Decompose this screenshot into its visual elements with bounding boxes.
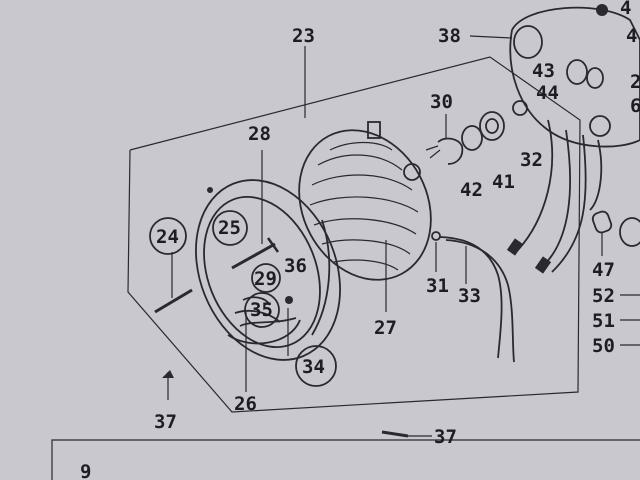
label-37-bottom: 37 [434,426,457,448]
label-35: 35 [250,299,273,321]
label-43: 43 [532,60,555,82]
label-28: 28 [248,123,271,145]
label-24: 24 [156,226,179,248]
label-42: 42 [460,179,483,201]
assembly-boundary [127,56,581,413]
screw-37-bottom [381,430,432,438]
headlight-case [506,4,640,274]
label-31: 31 [426,275,449,297]
label-34: 34 [302,356,325,378]
socket-parts [425,100,528,165]
label-44: 44 [536,82,559,104]
label-4-top: 4 [620,0,631,19]
label-51: 51 [592,310,615,332]
screw-37-left [162,370,174,400]
label-38: 38 [438,25,461,47]
sealed-beam-unit [298,121,432,281]
small-parts-right [591,210,640,346]
label-33: 33 [458,285,481,307]
label-41: 41 [492,171,515,193]
label-23: 23 [292,25,315,47]
label-4-mid: 4 [626,25,637,47]
label-36: 36 [284,255,307,277]
label-50: 50 [592,335,615,357]
label-9: 9 [80,461,91,480]
circle-24 [149,217,187,255]
label-27: 27 [374,317,397,339]
leader-38 [469,35,513,39]
label-2: 2 [630,71,640,93]
label-30: 30 [430,91,453,113]
circle-34 [295,345,337,387]
label-6: 6 [630,95,640,117]
circle-29 [251,263,281,293]
label-32: 32 [520,149,543,171]
bolt-24 [154,252,193,314]
label-37-left: 37 [154,411,177,433]
label-26: 26 [234,393,257,415]
label-25: 25 [218,217,241,239]
lower-frame-line [51,439,640,480]
headlight-rim [195,179,341,361]
circle-25 [212,210,248,246]
label-29: 29 [254,268,277,290]
wire-harness [431,231,515,363]
circle-35 [244,292,280,328]
label-47: 47 [592,259,615,281]
label-52: 52 [592,285,615,307]
